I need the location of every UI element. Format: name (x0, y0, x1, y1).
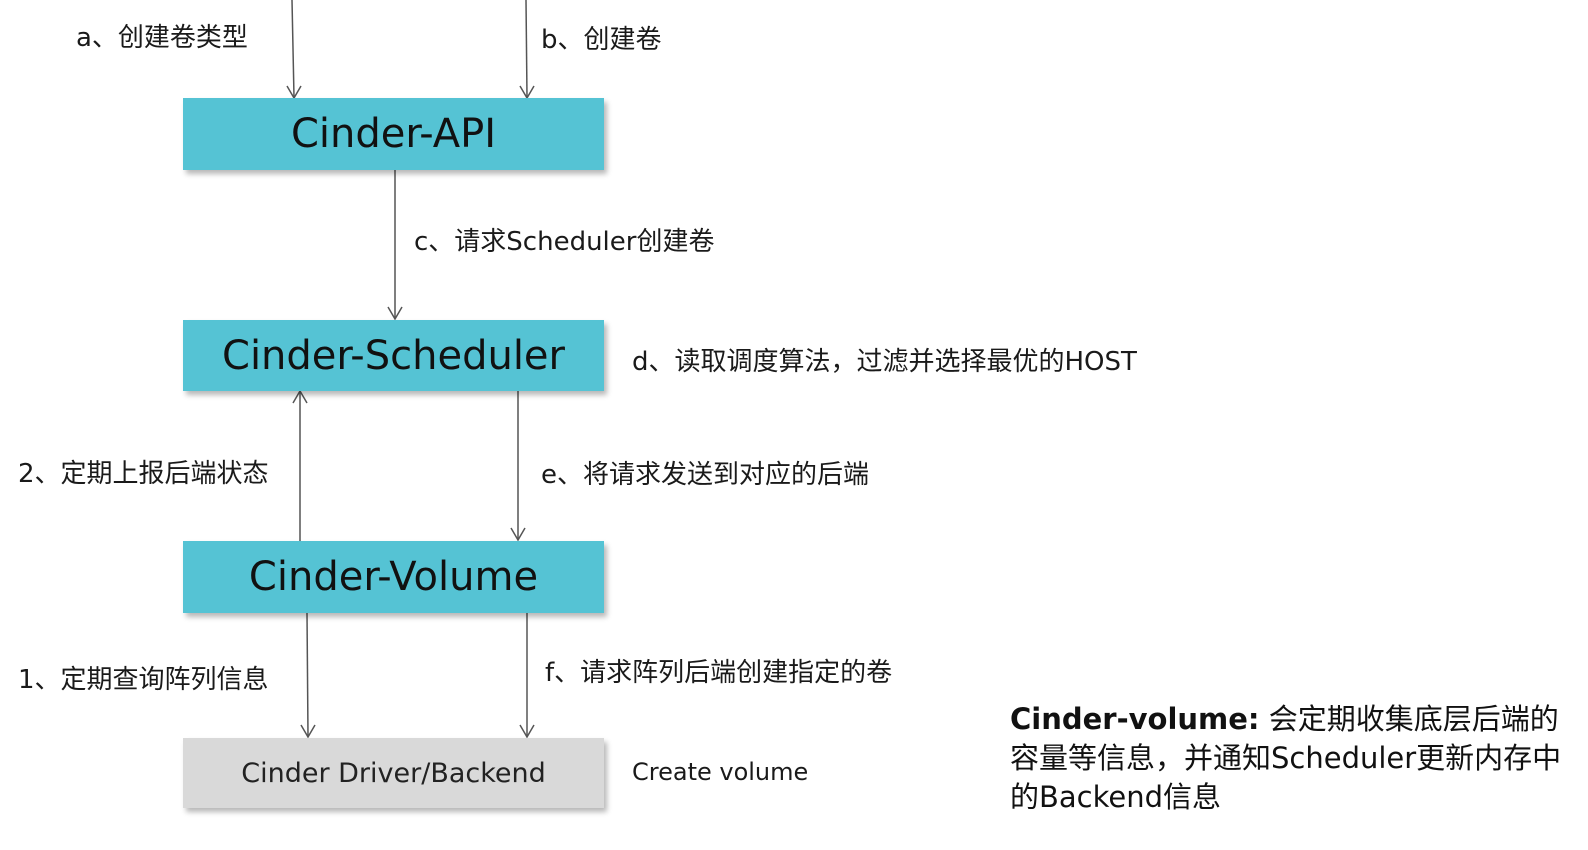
note-title: Cinder-volume: (1010, 702, 1260, 736)
node-cinder-scheduler: Cinder-Scheduler (183, 320, 604, 391)
step-d-label: d、读取调度算法，过滤并选择最优的HOST (632, 347, 1137, 377)
node-cinder-volume: Cinder-Volume (183, 541, 604, 613)
arrow-a (291, 0, 295, 98)
node-cinder-driver-backend: Cinder Driver/Backend (183, 738, 604, 808)
step-1-label: 1、定期查询阵列信息 (18, 665, 269, 695)
node-cinder-api: Cinder-API (183, 98, 604, 170)
arrow-2-head (292, 389, 308, 404)
arrow-e-head (510, 527, 526, 542)
create-volume-label: Create volume (632, 758, 809, 786)
step-e-label: e、将请求发送到对应的后端 (541, 460, 869, 490)
step-a-label: a、创建卷类型 (76, 23, 248, 53)
arrow-1 (306, 612, 309, 737)
step-c-label: c、请求Scheduler创建卷 (414, 227, 715, 257)
step-b-label: b、创建卷 (541, 25, 662, 55)
cinder-volume-note: Cinder-volume: 会定期收集底层后端的容量等信息，并通知Schedu… (1010, 700, 1570, 817)
arrow-c-head (387, 306, 403, 321)
arrow-f-head (519, 724, 535, 739)
arrow-b (525, 0, 528, 98)
note-body: 会定期收集底层后端的容量等信息，并通知Scheduler更新内存中的Backen… (1010, 702, 1562, 814)
arrow-1-head (300, 724, 316, 739)
step-f-label: f、请求阵列后端创建指定的卷 (545, 658, 893, 688)
step-2-label: 2、定期上报后端状态 (18, 459, 269, 489)
